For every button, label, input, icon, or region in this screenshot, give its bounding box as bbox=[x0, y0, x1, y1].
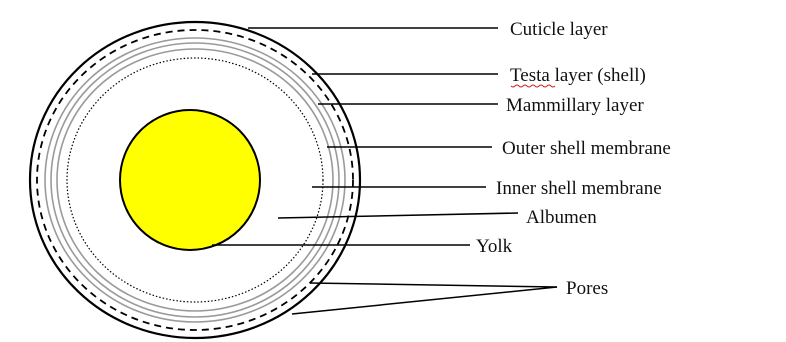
pores-leader-line-upper bbox=[310, 283, 557, 287]
label-pores: Pores bbox=[566, 278, 608, 299]
label-inner-shell-membrane: Inner shell membrane bbox=[496, 178, 662, 199]
label-cuticle-layer: Cuticle layer bbox=[510, 19, 608, 40]
label-testa-layer: Testa layer (shell) bbox=[510, 65, 646, 86]
spellcheck-underline bbox=[511, 85, 555, 87]
label-yolk: Yolk bbox=[476, 236, 513, 257]
label-outer-shell-membrane: Outer shell membrane bbox=[502, 138, 671, 159]
label-mammillary-layer: Mammillary layer bbox=[506, 95, 644, 116]
label-albumen: Albumen bbox=[526, 207, 597, 228]
pores-leader-line-lower bbox=[292, 287, 557, 314]
yolk bbox=[120, 110, 260, 250]
